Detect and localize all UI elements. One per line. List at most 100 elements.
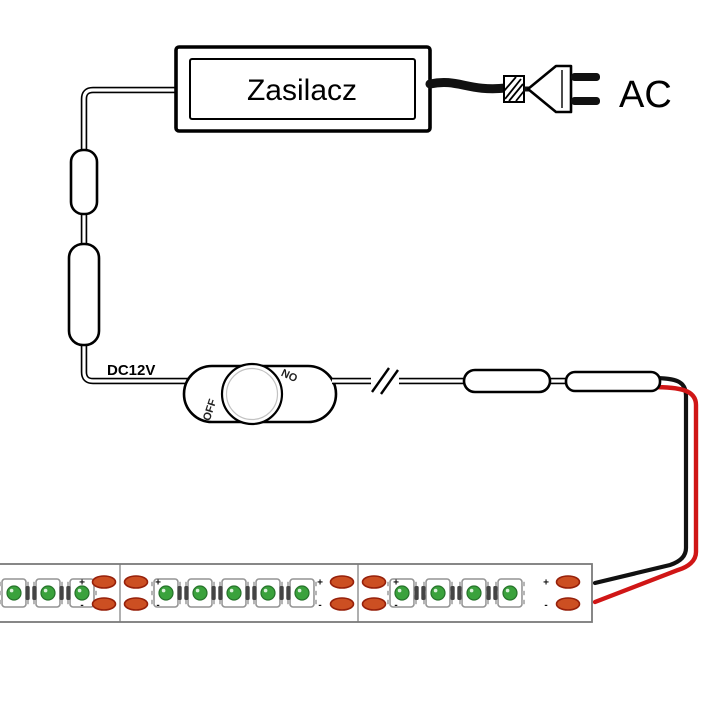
resistor-bar	[414, 586, 419, 600]
plug-prong-top	[571, 73, 600, 81]
polarity-minus-label: -	[156, 600, 159, 611]
led-die	[6, 585, 22, 601]
solder-pad	[361, 575, 387, 589]
led-die-highlight	[9, 588, 14, 593]
led-pin	[387, 590, 390, 596]
resistor-bar	[486, 586, 491, 600]
led-pin	[212, 599, 215, 605]
solder-pad	[329, 597, 355, 611]
led-die-highlight	[77, 588, 82, 593]
led-die-highlight	[397, 588, 402, 593]
resistor-bar	[211, 586, 216, 600]
led-die-highlight	[433, 588, 438, 593]
inline-connector-2	[67, 242, 101, 347]
led-die-highlight	[469, 588, 474, 593]
polarity-plus-label: +	[155, 578, 161, 589]
led-pin	[26, 581, 29, 587]
ac-cable-and-plug	[425, 64, 600, 114]
led-pin	[212, 581, 215, 587]
led-pin	[495, 599, 498, 605]
resistor-bar	[493, 586, 498, 600]
led-pin	[219, 599, 222, 605]
led-pin	[450, 599, 453, 605]
led-pin	[423, 581, 426, 587]
led-pin	[459, 599, 462, 605]
led-strip: ++--++--+-	[0, 563, 593, 623]
inline-connector-4	[564, 370, 662, 393]
led-pin	[414, 581, 417, 587]
led-pin	[185, 581, 188, 587]
resistor-bar	[421, 586, 426, 600]
resistor-bar	[457, 586, 462, 600]
led-die	[430, 585, 446, 601]
resistor-bar	[286, 586, 291, 600]
led-pin	[33, 581, 36, 587]
led-pin	[151, 599, 154, 605]
resistor-bar	[450, 586, 455, 600]
led-pin	[94, 590, 97, 596]
led-pin	[459, 581, 462, 587]
resistor-bar	[59, 586, 64, 600]
led-pin	[287, 581, 290, 587]
led-die	[466, 585, 482, 601]
led-pin	[219, 581, 222, 587]
power-supply-label: Zasilacz	[247, 74, 357, 107]
solder-pad	[555, 597, 581, 611]
solder-pad	[91, 597, 117, 611]
power-supply-inner-border	[189, 58, 416, 120]
led-pin	[414, 599, 417, 605]
plug-prong-bottom	[571, 97, 600, 105]
dimmer: ON OFF	[182, 362, 338, 426]
resistor-bar	[252, 586, 257, 600]
resistor-bar	[184, 586, 189, 600]
led-pin	[67, 599, 70, 605]
resistor-bar	[32, 586, 37, 600]
cable-boot	[503, 75, 525, 103]
dimmer-knob-ring	[225, 367, 279, 421]
polarity-plus-label: +	[317, 578, 323, 589]
resistor-bar	[177, 586, 182, 600]
solder-pad	[329, 575, 355, 589]
led-die-highlight	[297, 588, 302, 593]
led-pin	[287, 599, 290, 605]
solder-pad	[555, 575, 581, 589]
led-pin	[423, 599, 426, 605]
led-pin	[151, 581, 154, 587]
led-pin	[0, 590, 2, 596]
led-pin	[253, 599, 256, 605]
led-pin	[253, 581, 256, 587]
power-supply-box: Zasilacz	[174, 45, 432, 133]
led-pin	[450, 581, 453, 587]
led-pin	[387, 599, 390, 605]
resistor-bar	[245, 586, 250, 600]
led-die-highlight	[263, 588, 268, 593]
solder-pad	[361, 597, 387, 611]
led-die-highlight	[229, 588, 234, 593]
led-die	[192, 585, 208, 601]
resistor-bar	[25, 586, 30, 600]
led-die	[40, 585, 56, 601]
led-die-highlight	[43, 588, 48, 593]
led-pin	[0, 599, 2, 605]
ac-cable	[425, 77, 511, 94]
positive-wire-red	[592, 384, 699, 605]
led-pin	[246, 599, 249, 605]
inline-connector-1	[69, 148, 99, 216]
polarity-minus-label: -	[80, 600, 83, 611]
polarity-minus-label: -	[394, 600, 397, 611]
led-die-highlight	[161, 588, 166, 593]
ac-label: AC	[619, 74, 672, 116]
led-pin	[495, 581, 498, 587]
led-die	[158, 585, 174, 601]
led-pin	[178, 581, 181, 587]
led-pin	[280, 599, 283, 605]
led-pin	[387, 581, 390, 587]
led-pin	[522, 599, 525, 605]
polarity-plus-label: +	[79, 578, 85, 589]
led-pin	[26, 599, 29, 605]
led-pin	[33, 599, 36, 605]
led-pin	[522, 590, 525, 596]
led-pin	[314, 581, 317, 587]
led-pin	[67, 581, 70, 587]
